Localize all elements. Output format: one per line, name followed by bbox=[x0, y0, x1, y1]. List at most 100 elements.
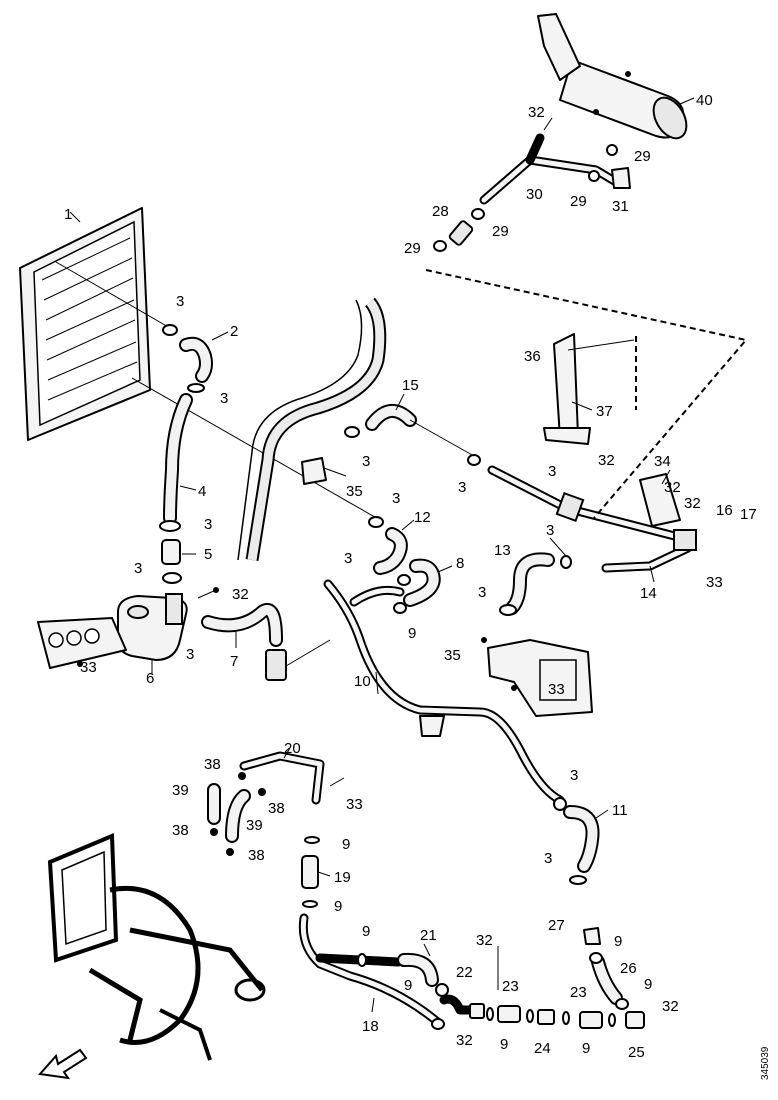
callout-10: 10 bbox=[354, 673, 371, 690]
hose-12 bbox=[373, 527, 408, 575]
pump-fitting bbox=[265, 639, 331, 681]
hose-clamp bbox=[187, 383, 205, 393]
bolt bbox=[258, 788, 266, 796]
clamp-29 bbox=[606, 144, 618, 156]
hose-clamp bbox=[435, 983, 449, 997]
callout-2: 2 bbox=[230, 323, 238, 340]
callout-7: 7 bbox=[230, 653, 238, 670]
drawing-reference-number: 345039 bbox=[760, 1046, 771, 1080]
hose-clamp bbox=[162, 572, 182, 584]
callout-13: 13 bbox=[494, 542, 511, 559]
bracket-34 bbox=[639, 473, 681, 527]
hose-21 bbox=[397, 952, 439, 987]
callout-37: 37 bbox=[596, 403, 613, 420]
expansion-tank bbox=[537, 13, 688, 140]
small-hose-39 bbox=[207, 783, 251, 843]
callout-12: 12 bbox=[414, 509, 431, 526]
clamp-29 bbox=[433, 240, 447, 252]
bracket bbox=[301, 457, 327, 485]
callout-23: 23 bbox=[502, 978, 519, 995]
bolt bbox=[226, 848, 234, 856]
callout-3: 3 bbox=[344, 550, 352, 567]
callout-labels: 1 2 3 3 4 3 5 3 3 6 7 32 33 3 35 15 3 3 … bbox=[64, 92, 757, 1061]
callout-14: 14 bbox=[640, 585, 657, 602]
tank-bracket-30 bbox=[479, 133, 621, 205]
callout-38: 38 bbox=[248, 847, 265, 864]
callout-9: 9 bbox=[362, 923, 370, 940]
callout-29: 29 bbox=[492, 223, 509, 240]
callout-35: 35 bbox=[346, 483, 363, 500]
coolant-pipe-14 bbox=[487, 465, 697, 573]
callout-32: 32 bbox=[684, 495, 701, 512]
callout-32: 32 bbox=[664, 479, 681, 496]
callout-29: 29 bbox=[404, 240, 421, 257]
pipe-bracket-20 bbox=[239, 751, 325, 805]
callout-32: 32 bbox=[662, 998, 679, 1015]
callout-32: 32 bbox=[232, 586, 249, 603]
callout-9: 9 bbox=[500, 1036, 508, 1053]
callout-16: 16 bbox=[716, 502, 733, 519]
callout-32: 32 bbox=[456, 1032, 473, 1049]
callout-39: 39 bbox=[246, 817, 263, 834]
engine-bracket bbox=[487, 639, 593, 717]
hose-clamp bbox=[486, 1007, 494, 1021]
callout-32: 32 bbox=[598, 452, 615, 469]
hose-clamp bbox=[162, 324, 178, 336]
callout-4: 4 bbox=[198, 483, 206, 500]
hose-clamp bbox=[344, 426, 360, 438]
pipe-section-19 bbox=[301, 855, 319, 889]
bracket-36 bbox=[543, 333, 591, 445]
callout-1: 1 bbox=[64, 206, 72, 223]
callout-19: 19 bbox=[334, 869, 351, 886]
hose-clamp bbox=[393, 602, 407, 614]
connector-5 bbox=[161, 539, 196, 565]
callout-3: 3 bbox=[220, 390, 228, 407]
callout-3: 3 bbox=[544, 850, 552, 867]
callout-31: 31 bbox=[612, 198, 629, 215]
callout-6: 6 bbox=[146, 670, 154, 687]
callout-40: 40 bbox=[696, 92, 713, 109]
callout-3: 3 bbox=[204, 516, 212, 533]
callout-39: 39 bbox=[172, 782, 189, 799]
callout-30: 30 bbox=[526, 186, 543, 203]
callout-3: 3 bbox=[548, 463, 556, 480]
callout-35: 35 bbox=[444, 647, 461, 664]
callout-32: 32 bbox=[528, 104, 545, 121]
callout-25: 25 bbox=[628, 1044, 645, 1061]
hose-8 bbox=[403, 558, 441, 607]
connector-28 bbox=[448, 220, 474, 246]
hose-clamp bbox=[467, 454, 481, 466]
hose-clamp bbox=[304, 836, 320, 844]
callout-33: 33 bbox=[706, 574, 723, 591]
callout-18: 18 bbox=[362, 1018, 379, 1035]
callout-38: 38 bbox=[204, 756, 221, 773]
hose-clamp bbox=[302, 900, 318, 908]
callout-3: 3 bbox=[546, 522, 554, 539]
callout-29: 29 bbox=[634, 148, 651, 165]
hose-clamp bbox=[499, 604, 517, 616]
hose-15 bbox=[365, 404, 417, 431]
manifold-gasket bbox=[37, 617, 127, 669]
hose-clamp bbox=[569, 875, 587, 885]
callout-38: 38 bbox=[172, 822, 189, 839]
callout-36: 36 bbox=[524, 348, 541, 365]
callout-28: 28 bbox=[432, 203, 449, 220]
callout-9: 9 bbox=[644, 976, 652, 993]
callout-3: 3 bbox=[134, 560, 142, 577]
callout-9: 9 bbox=[342, 836, 350, 853]
callout-9: 9 bbox=[334, 898, 342, 915]
hose-clamp bbox=[608, 1013, 616, 1027]
fitting-27 bbox=[583, 927, 601, 945]
callout-38: 38 bbox=[268, 800, 285, 817]
hose-clamp bbox=[615, 998, 629, 1010]
hose-clamp bbox=[526, 1009, 534, 1023]
frame-rail bbox=[237, 297, 387, 562]
bolt bbox=[511, 685, 517, 691]
fitting-chain bbox=[469, 1003, 645, 1029]
callout-3: 3 bbox=[176, 293, 184, 310]
callout-34: 34 bbox=[654, 453, 671, 470]
hose-13 bbox=[505, 552, 555, 615]
hose-clamp bbox=[560, 555, 572, 569]
hose-7 bbox=[201, 603, 283, 647]
